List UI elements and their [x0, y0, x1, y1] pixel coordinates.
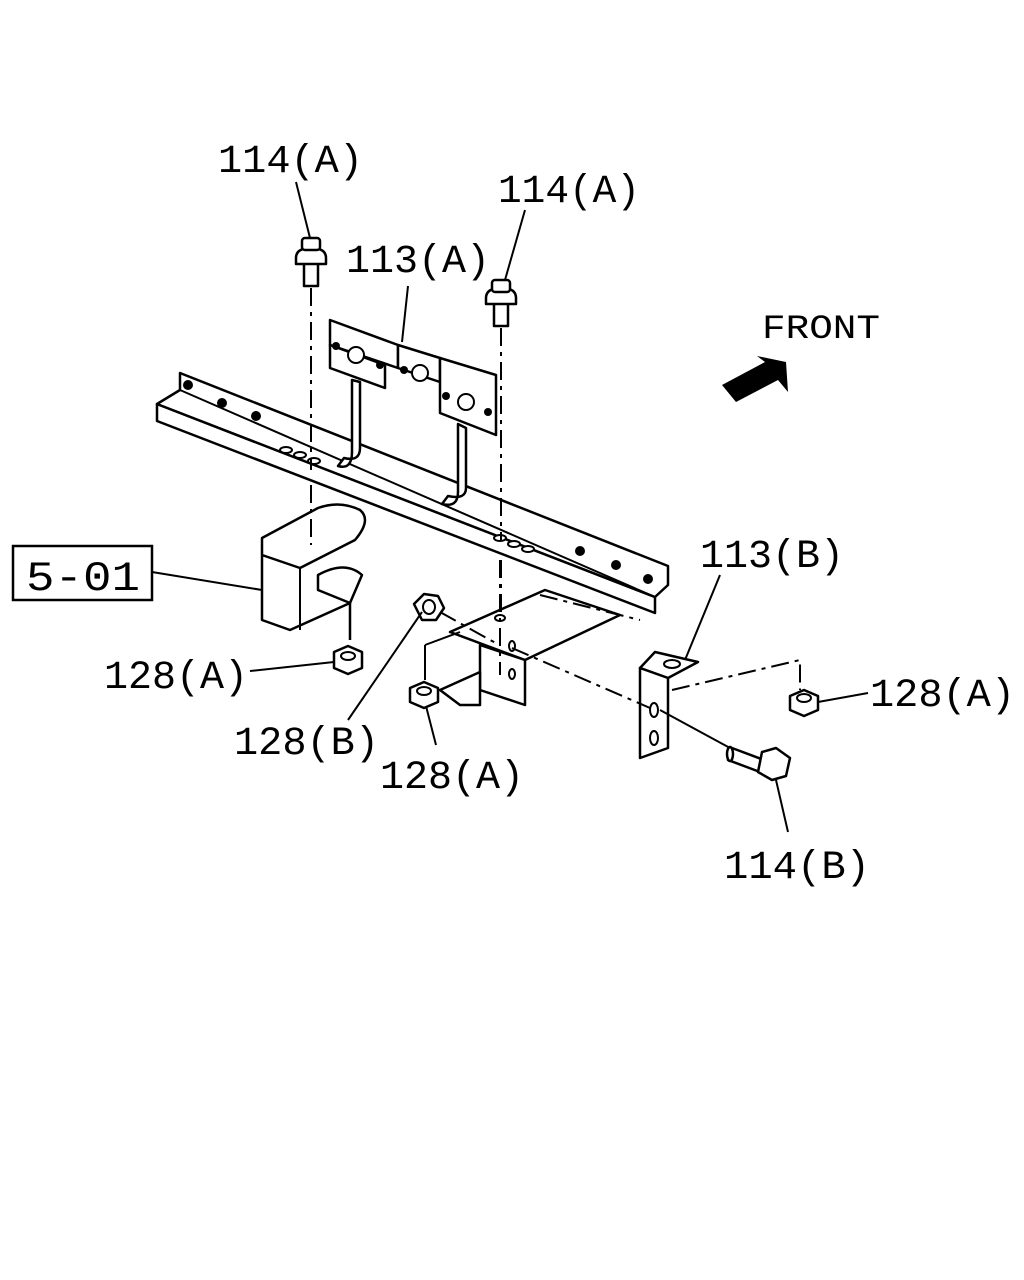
nut-128a-right [788, 688, 820, 718]
ref-box-frame [11, 544, 154, 602]
label-113b: 113(B) [700, 535, 844, 580]
bolt-114a-right [484, 278, 518, 328]
leader-lines [151, 181, 869, 833]
label-128a-left: 128(A) [104, 656, 248, 701]
label-113a: 113(A) [346, 240, 490, 285]
label-front: FRONT [762, 311, 880, 349]
bracket-113b [638, 650, 700, 760]
label-128a-center: 128(A) [380, 756, 524, 801]
bracket-113a [328, 318, 498, 506]
nut-128a-center [408, 680, 440, 710]
angle-rail [155, 371, 670, 615]
arrow-icon [722, 356, 788, 402]
frame-member-left [260, 503, 367, 640]
assembly-lines [310, 288, 801, 709]
frame-member-center [424, 588, 622, 707]
label-128a-right: 128(A) [870, 674, 1015, 719]
label-114a-left: 114(A) [218, 140, 363, 185]
bolt-114a-left [294, 236, 328, 288]
bolt-114b [725, 745, 792, 782]
label-128b: 128(B) [234, 722, 379, 767]
label-114a-right: 114(A) [498, 170, 640, 215]
label-114b: 114(B) [724, 846, 870, 891]
ref-box-label: 5-01 [26, 555, 140, 603]
nut-128a-left [332, 644, 364, 676]
